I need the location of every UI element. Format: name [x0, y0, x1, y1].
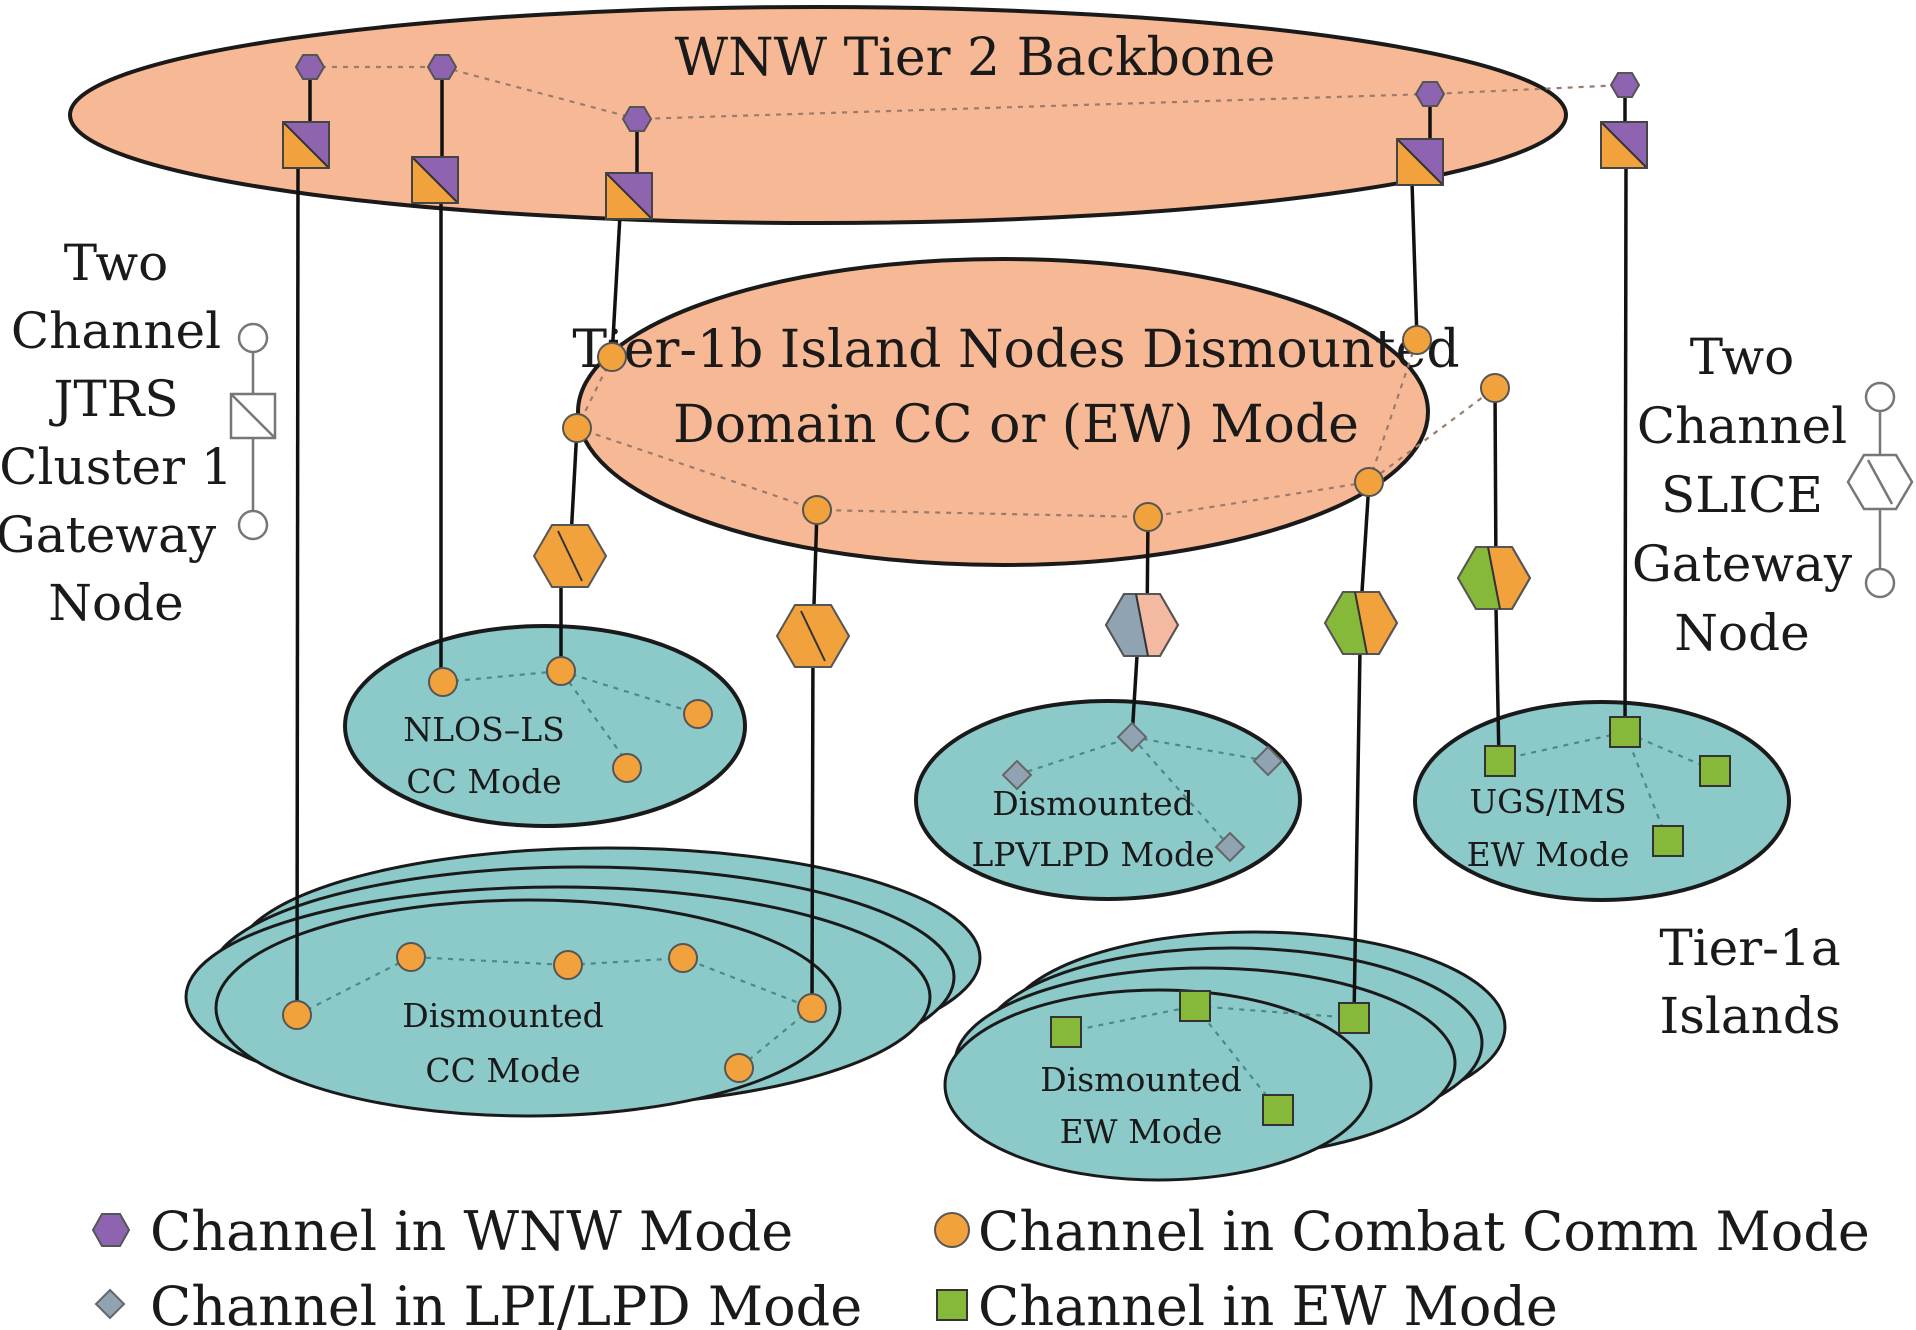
gateway-hex-ew: [1323, 591, 1399, 655]
combat-node: [1133, 502, 1163, 532]
combat-node: [396, 942, 426, 972]
combat-node: [797, 993, 827, 1023]
lpi-node: [1116, 721, 1148, 753]
island-dismounted-cc: [184, 846, 982, 1118]
ew-node: [1179, 990, 1211, 1022]
combat-node: [802, 495, 832, 525]
tier2-title: WNW Tier 2 Backbone: [675, 28, 1276, 88]
gateway-square-node: [1600, 121, 1648, 169]
lpi-diamond-icon: [94, 1288, 126, 1320]
slice-line: Gateway: [1632, 535, 1853, 593]
wnw-node: [1414, 81, 1446, 107]
gateway-hex-lpi: [1104, 593, 1180, 657]
tier1a-label-2: Islands: [1659, 987, 1840, 1045]
lpi-node: [1214, 831, 1246, 863]
island-cc-label-2: CC Mode: [425, 1051, 580, 1090]
tier1b-title-line2: Domain CC or (EW) Mode: [673, 395, 1359, 455]
island-lpvlpd: [914, 699, 1302, 901]
wnw-node: [621, 106, 653, 132]
combat-node: [612, 753, 642, 783]
combat-channel-nodes: [282, 325, 1510, 1083]
jtrs-line: JTRS: [48, 370, 178, 428]
ew-node: [1484, 745, 1516, 777]
combat-node: [562, 413, 592, 443]
slice-line: Node: [1674, 604, 1809, 662]
gateway-square-node: [411, 156, 459, 204]
combat-node: [683, 699, 713, 729]
jtrs-label: Two Channel JTRS Cluster 1 Gateway Node: [0, 234, 233, 632]
island-dismounted-ew: [943, 930, 1507, 1182]
gateway-square-node: [605, 172, 653, 220]
wnw-node: [294, 54, 326, 80]
island-ew-label-1: Dismounted: [1040, 1060, 1242, 1099]
ew-node: [1050, 1016, 1082, 1048]
lpi-node: [1001, 759, 1033, 791]
combat-node: [724, 1053, 754, 1083]
ew-node: [1338, 1002, 1370, 1034]
gateway-hex-cc: [533, 524, 607, 588]
island-cc-label-1: Dismounted: [402, 996, 604, 1035]
ew-square-icon: [936, 1289, 968, 1321]
combat-node: [1480, 373, 1510, 403]
jtrs-line: Gateway: [0, 506, 217, 564]
combat-node: [1354, 467, 1384, 497]
legend-label-wnw: Channel in WNW Mode: [150, 1200, 793, 1263]
wnw-node: [1609, 72, 1641, 98]
legend-label-lpi: Channel in LPI/LPD Mode: [150, 1275, 862, 1330]
tier1b-title-line1: Tier-1b Island Nodes Dismounted: [572, 320, 1459, 380]
ew-node: [1652, 825, 1684, 857]
gateway-hex-cc: [776, 604, 850, 668]
gateway-hex-ew: [1456, 546, 1532, 610]
wnw-hexagon-icon: [91, 1213, 131, 1247]
wnw-channel-nodes: [294, 54, 1641, 132]
wnw-node: [426, 54, 458, 80]
lpi-channel-nodes: [1001, 721, 1284, 863]
slice-line: Two: [1690, 328, 1794, 386]
legend: Channel in WNW Mode Channel in Combat Co…: [91, 1200, 1870, 1330]
ew-node: [1699, 755, 1731, 787]
island-lpd-label-1: Dismounted: [992, 784, 1194, 823]
jtrs-gateway-icon: [229, 322, 277, 541]
legend-label-ew: Channel in EW Mode: [978, 1275, 1558, 1330]
jtrs-line: Two: [64, 234, 168, 292]
island-ew-label-2: EW Mode: [1060, 1112, 1223, 1151]
gateway-square-node: [1396, 138, 1444, 186]
combat-node: [597, 342, 627, 372]
combat-node: [546, 656, 576, 686]
jtrs-line: Channel: [11, 302, 221, 360]
slice-line: SLICE: [1661, 466, 1823, 524]
island-nlos-label-1: NLOS–LS: [403, 710, 564, 749]
jtrs-line: Node: [48, 574, 183, 632]
island-ugs-label-2: EW Mode: [1467, 835, 1630, 874]
lpi-node: [1252, 745, 1284, 777]
ew-node: [1609, 716, 1641, 748]
combat-node: [428, 667, 458, 697]
island-nlos-label-2: CC Mode: [406, 762, 561, 801]
gateway-square-node: [282, 121, 330, 169]
tier1b-ellipse: [576, 257, 1430, 567]
slice-label: Two Channel SLICE Gateway Node: [1632, 328, 1853, 662]
combat-node: [668, 943, 698, 973]
ew-channel-nodes: [1050, 716, 1731, 1126]
ew-node: [1262, 1094, 1294, 1126]
combat-circle-icon: [934, 1212, 970, 1248]
combat-node: [282, 1000, 312, 1030]
jtrs-line: Cluster 1: [0, 438, 233, 496]
island-ugs-label-1: UGS/IMS: [1469, 782, 1626, 821]
legend-label-combat: Channel in Combat Comm Mode: [978, 1200, 1870, 1263]
island-lpd-label-2: LPVLPD Mode: [971, 835, 1214, 874]
combat-node: [1402, 325, 1432, 355]
combat-node: [553, 950, 583, 980]
slice-line: Channel: [1637, 397, 1847, 455]
slice-gateway-icon: [1846, 381, 1914, 599]
tier1a-label-1: Tier-1a: [1659, 919, 1840, 977]
